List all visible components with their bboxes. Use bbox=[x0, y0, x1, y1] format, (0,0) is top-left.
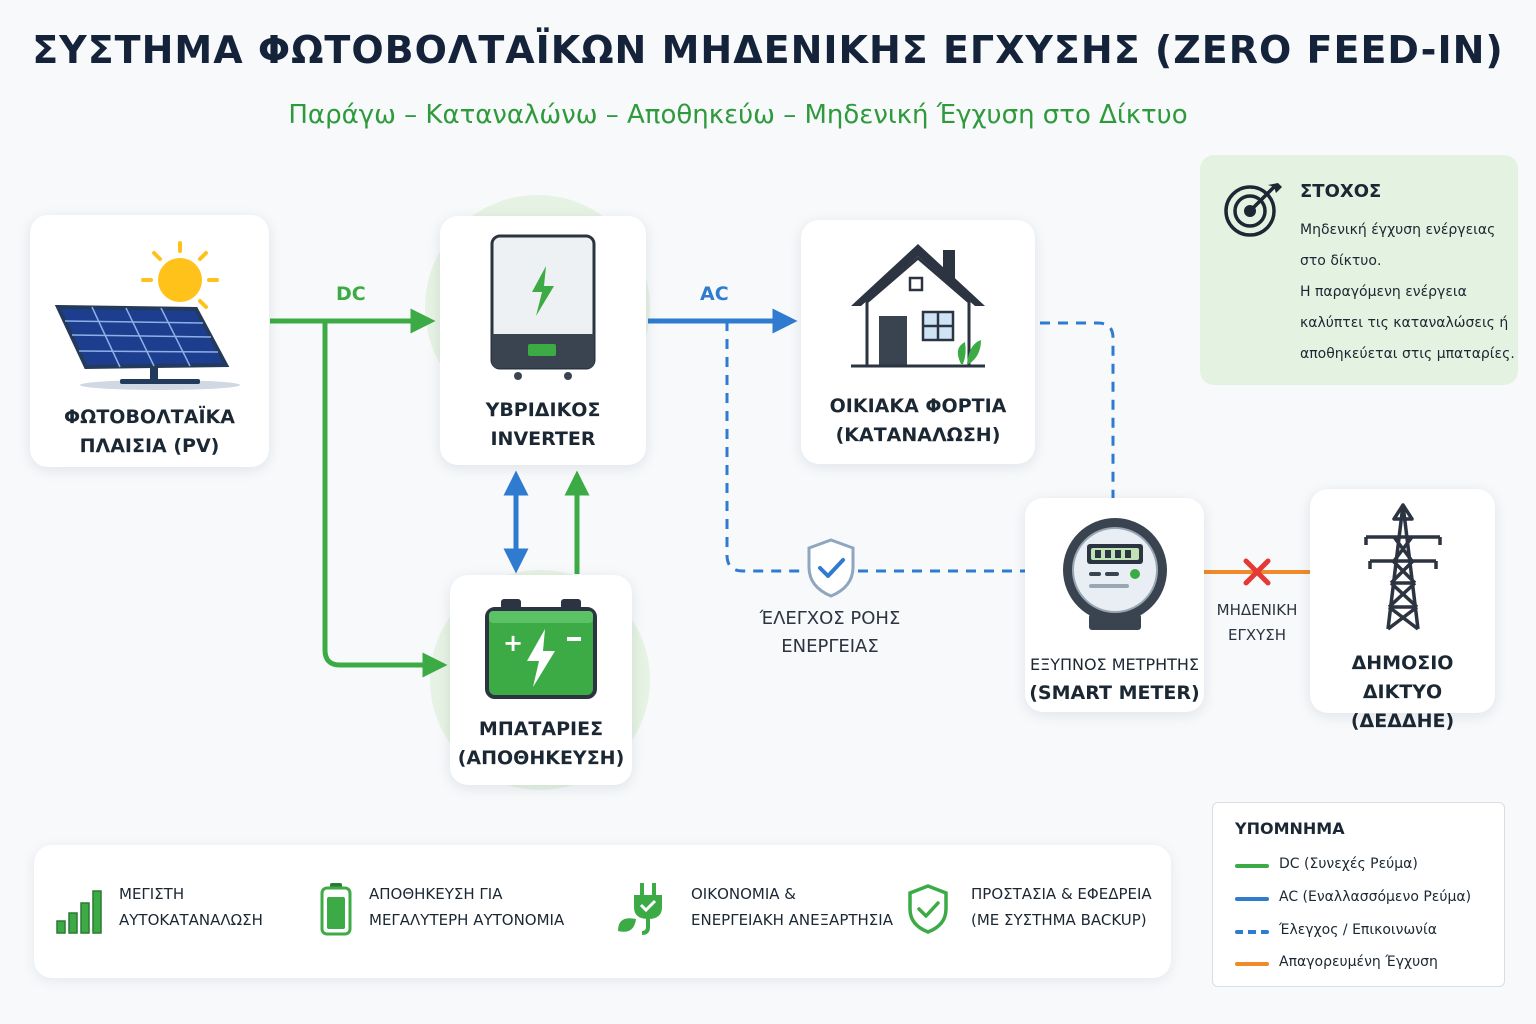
lightning-icon bbox=[532, 266, 554, 316]
power-pylon-icon bbox=[1364, 503, 1442, 631]
page-title: ΣΥΣΤΗΜΑ ΦΩΤΟΒΟΛΤΑΪΚΩΝ ΜΗΔΕΝΙΚΗΣ ΕΓΧΥΣΗΣ … bbox=[32, 28, 1504, 72]
legend-label: Απαγορευμένη Έγχυση bbox=[1279, 954, 1438, 970]
legend-item-ac: AC (Εναλλασσόμενο Ρεύμα) bbox=[1235, 887, 1503, 911]
legend-item-dc: DC (Συνεχές Ρεύμα) bbox=[1235, 854, 1503, 878]
shield-check-icon bbox=[807, 538, 855, 598]
meter-label: ΕΞΥΠΝΟΣ ΜΕΤΡΗΤΗΣ(SMART METER) bbox=[1029, 655, 1200, 704]
legend-swatch-forbidden bbox=[1235, 962, 1269, 966]
battery-node-icon: + bbox=[485, 599, 597, 699]
benefit-economy: ΟΙΚΟΝΟΜΙΑ &ΕΝΕΡΓΕΙΑΚΗ ΑΝΕΞΑΡΤΗΣΙΑ bbox=[614, 845, 914, 978]
inverter-icon bbox=[490, 234, 596, 380]
legend: ΥΠΟΜΝΗΜΑ DC (Συνεχές Ρεύμα) AC (Εναλλασσ… bbox=[1212, 802, 1505, 987]
dc-line-pv-battery bbox=[322, 321, 448, 678]
legend-swatch-ac bbox=[1235, 897, 1269, 901]
legend-label: Έλεγχος / Επικοινωνία bbox=[1279, 922, 1437, 938]
control-line-inverter-meter bbox=[725, 321, 1025, 573]
eco-plug-icon bbox=[618, 883, 662, 935]
house-card: ΟΙΚΙΑΚΑ ΦΟΡΤΙΑ(ΚΑΤΑΝΑΛΩΣΗ) bbox=[801, 220, 1035, 464]
legend-item-forbidden: Απαγορευμένη Έγχυση bbox=[1235, 952, 1503, 976]
page-subtitle: Παράγω – Καταναλώνω – Αποθηκεύω – Μηδενι… bbox=[288, 100, 1188, 130]
legend-label: DC (Συνεχές Ρεύμα) bbox=[1279, 856, 1418, 872]
goal-title: ΣΤΟΧΟΣ bbox=[1300, 181, 1382, 202]
benefit-text: ΠΡΟΣΤΑΣΙΑ & ΕΦΕΔΡΕΙΑ(ΜΕ ΣΥΣΤΗΜΑ BACKUP) bbox=[971, 885, 1152, 929]
goal-text: Μηδενική έγχυση ενέργειας στο δίκτυο. Η … bbox=[1300, 222, 1515, 362]
legend-swatch-dc bbox=[1235, 864, 1269, 868]
legend-title: ΥΠΟΜΝΗΜΑ bbox=[1235, 819, 1345, 838]
lightning-icon bbox=[527, 629, 555, 687]
dc-flow-label: DC bbox=[336, 283, 366, 305]
ac-flow-label: AC bbox=[700, 283, 729, 305]
benefit-protection: ΠΡΟΣΤΑΣΙΑ & ΕΦΕΔΡΕΙΑ(ΜΕ ΣΥΣΤΗΜΑ BACKUP) bbox=[904, 845, 1171, 978]
solar-panel-icon bbox=[54, 241, 240, 390]
house-label: ΟΙΚΙΑΚΑ ΦΟΡΤΙΑ(ΚΑΤΑΝΑΛΩΣΗ) bbox=[829, 395, 1007, 446]
target-icon bbox=[1224, 183, 1282, 237]
grid-label: ΔΗΜΟΣΙΟ ΔΙΚΤΥΟ(ΔΕΔΔΗΕ) bbox=[1350, 652, 1455, 732]
house-icon bbox=[851, 244, 985, 368]
svg-text:+: + bbox=[503, 629, 523, 657]
legend-item-control: Έλεγχος / Επικοινωνία bbox=[1235, 920, 1503, 944]
smart-meter-icon bbox=[1063, 518, 1167, 630]
grid-card: ΔΗΜΟΣΙΟ ΔΙΚΤΥΟ(ΔΕΔΔΗΕ) bbox=[1310, 489, 1495, 732]
shield-check-icon bbox=[908, 884, 948, 934]
legend-label: AC (Εναλλασσόμενο Ρεύμα) bbox=[1279, 889, 1472, 905]
battery-card: + ΜΠΑΤΑΡΙΕΣ(ΑΠΟΘΗΚΕΥΣΗ) bbox=[450, 575, 632, 785]
goal-panel: ΣΤΟΧΟΣ Μηδενική έγχυση ενέργειας στο δίκ… bbox=[1200, 155, 1518, 385]
benefit-text: ΟΙΚΟΝΟΜΙΑ &ΕΝΕΡΓΕΙΑΚΗ ΑΝΕΞΑΡΤΗΣΙΑ bbox=[691, 885, 893, 929]
battery-icon bbox=[320, 883, 352, 936]
plant-icon bbox=[957, 340, 981, 364]
bar-chart-icon bbox=[56, 890, 102, 934]
legend-swatch-control bbox=[1235, 930, 1269, 934]
meter-card: ΕΞΥΠΝΟΣ ΜΕΤΡΗΤΗΣ(SMART METER) bbox=[1025, 498, 1204, 712]
battery-label: ΜΠΑΤΑΡΙΕΣ(ΑΠΟΘΗΚΕΥΣΗ) bbox=[457, 718, 625, 769]
cross-icon bbox=[1243, 558, 1271, 586]
control-line-house-meter bbox=[1040, 321, 1115, 498]
sun-icon bbox=[141, 241, 219, 309]
